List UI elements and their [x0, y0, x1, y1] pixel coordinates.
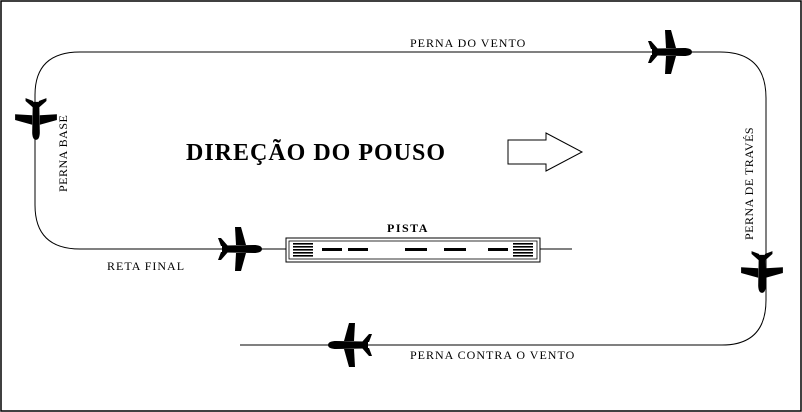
direction-arrow-icon: [507, 132, 584, 172]
base-leg-label: PERNA BASE: [56, 115, 70, 192]
runway-threshold-left: [293, 243, 313, 257]
downwind-leg-label: PERNA DO VENTO: [410, 36, 526, 50]
runway: [285, 237, 541, 263]
runway-label: PISTA: [387, 221, 429, 235]
traffic-pattern-path: [34, 51, 767, 346]
upwind-leg-label: PERNA CONTRA O VENTO: [410, 348, 575, 362]
crosswind-leg-label: PERNA DE TRAVÉS: [742, 127, 756, 240]
landing-direction-title: DIREÇÃO DO POUSO: [186, 140, 446, 166]
runway-centerline: [322, 248, 508, 251]
runway-threshold-right: [513, 243, 533, 257]
final-leg-label: RETA FINAL: [107, 259, 185, 273]
